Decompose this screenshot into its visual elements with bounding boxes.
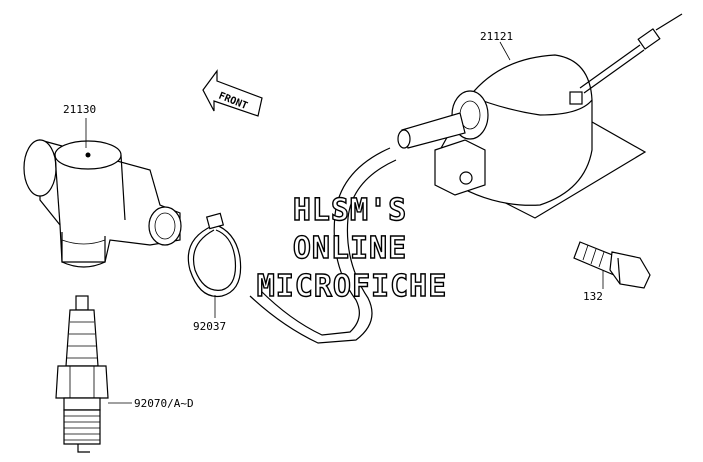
ignition-coil-drawing [397, 13, 683, 219]
front-direction-arrow: FRONT [202, 69, 263, 117]
leader-21121 [499, 41, 511, 61]
part-number-92037: 92037 [193, 320, 226, 333]
spark-plug-drawing [55, 295, 109, 453]
part-number-21130: 21130 [63, 103, 96, 116]
watermark-line-2: ONLINE [293, 231, 407, 266]
mounting-bolt-drawing [573, 241, 651, 289]
spark-plug-cap-drawing [23, 139, 182, 268]
hose-clamp-drawing [187, 212, 242, 298]
watermark-line-1: HLSM'S [293, 193, 407, 228]
watermark-line-3: MICROFICHE [257, 269, 448, 304]
ht-lead-wire-drawing [249, 147, 397, 344]
part-number-132: 132 [583, 290, 603, 303]
part-number-21121: 21121 [480, 30, 513, 43]
part-number-92070: 92070/A~D [134, 397, 194, 410]
